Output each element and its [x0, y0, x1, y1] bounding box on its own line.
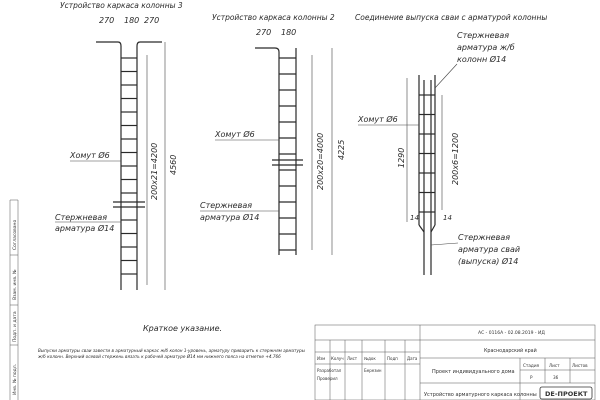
- tb-stage-value: Р: [530, 375, 533, 380]
- notes-heading: Краткое указание.: [143, 324, 222, 333]
- column-3-pitch-label: 200х21=4200: [150, 143, 159, 200]
- column-2-rebar-label-1: Стержневая: [200, 201, 252, 210]
- column-2-dim-right: 180: [281, 28, 296, 37]
- column-2-stirrups: [279, 57, 296, 251]
- column-2-rebar-label-2: арматура Ø14: [200, 212, 259, 222]
- tb-header-ndok: №док: [364, 356, 376, 361]
- column-3-clamp-label: Хомут Ø6: [69, 150, 110, 160]
- joint-pitch-label: 200х6=1200: [451, 133, 460, 185]
- tb-stage-header: Стадия: [523, 363, 540, 368]
- notes-line: Выпуски арматуры сваи завести в арматурн…: [38, 348, 306, 353]
- column-3-left-rebar: [96, 41, 122, 290]
- joint-pile-rebar-label-2: арматура свай: [458, 245, 520, 254]
- column-2-clamp-label: Хомут Ø6: [214, 129, 255, 139]
- company-stamp-logo: DE-ПРОЕКТ: [539, 386, 593, 400]
- tb-header-izm: Изм: [317, 356, 325, 361]
- joint-left-mark: 14: [410, 214, 419, 222]
- joint-clamp-label: Хомут Ø6: [357, 114, 398, 124]
- side-stamp: Согласовано Взам. инв. № Подп. и дата Ин…: [9, 199, 19, 400]
- column-3-dim-mid: 180: [124, 16, 139, 25]
- side-stamp-label: Подп. и дата: [12, 311, 18, 342]
- stamp-text: DE-ПРОЕКТ: [545, 390, 588, 398]
- column-2-pitch-label: 200х20=4000: [316, 133, 325, 190]
- side-stamp-label: Инв. № подл.: [12, 364, 18, 395]
- tb-sheets-header: Листов: [572, 363, 588, 368]
- column-3-cage: Устройство каркаса колонны 3 270 180 270…: [55, 1, 183, 290]
- tb-sheet-title: Устройство арматурного каркаса колонны: [424, 391, 537, 398]
- tb-project: Проект индивидуального дома: [432, 369, 515, 375]
- tb-region: Краснодарский край: [484, 347, 537, 354]
- tb-developed-label: Разработал: [317, 368, 342, 373]
- tb-sheet-value: 36: [553, 375, 559, 380]
- column-2-height-label: 4225: [337, 140, 346, 160]
- tb-developed-name: Березин: [364, 368, 382, 373]
- column-3-height-label: 4560: [169, 155, 178, 175]
- side-stamp-label: Согласовано: [12, 220, 18, 250]
- doc-code: АС - 0116А - 02.08.2019 - ИД: [478, 330, 545, 336]
- title-block: АС - 0116А - 02.08.2019 - ИД Изм Колуч Л…: [314, 324, 596, 400]
- joint-pile-rebar-label-3: (выпуска) Ø14: [458, 256, 518, 266]
- joint-column-rebar-label-2: арматура ж/б: [457, 43, 515, 52]
- column-3-dim-right: 270: [144, 16, 159, 25]
- column-3-stirrups: [121, 57, 137, 275]
- pile-joint: Соединение выпуска сваи с арматурой коло…: [355, 13, 547, 275]
- notes-line: ж/б колонн. Верхний осевой стержень вяза…: [37, 354, 281, 359]
- notes: Краткое указание. Выпуски арматуры сваи …: [37, 324, 306, 359]
- column-3-right-rebar: [136, 41, 162, 290]
- joint-stirrups: [419, 94, 435, 213]
- tb-checked-label: Проверил: [317, 376, 338, 381]
- column-2-title: Устройство каркаса колонны 2: [212, 13, 335, 22]
- tb-header-list: Лист: [347, 356, 358, 361]
- column-2-left-rebar: [255, 47, 280, 255]
- joint-column-rebar-label-3: колонн Ø14: [457, 54, 506, 64]
- joint-right-mark: 14: [443, 214, 452, 222]
- joint-pile-rebar-label-1: Стержневая: [458, 233, 510, 242]
- tb-header-podp: Подп: [387, 356, 398, 361]
- column-3-rebar-label-1: Стержневая: [55, 213, 107, 222]
- side-stamp-label: Взам. инв. №: [12, 269, 18, 300]
- joint-height-label: 1290: [397, 148, 406, 168]
- column-2-cage: Устройство каркаса колонны 2 270 180 200…: [200, 13, 346, 255]
- joint-column-rebar-label-1: Стержневая: [457, 31, 509, 40]
- tb-sheet-header: Лист: [549, 363, 560, 368]
- column-3-dim-left: 270: [99, 16, 114, 25]
- column-2-dim-left: 270: [256, 28, 271, 37]
- tb-header-data: Дата: [407, 356, 418, 361]
- column-3-title: Устройство каркаса колонны 3: [60, 1, 183, 10]
- joint-title: Соединение выпуска сваи с арматурой коло…: [355, 13, 547, 22]
- column-3-rebar-label-2: арматура Ø14: [55, 223, 114, 233]
- tb-header-koluch: Колуч: [331, 356, 344, 361]
